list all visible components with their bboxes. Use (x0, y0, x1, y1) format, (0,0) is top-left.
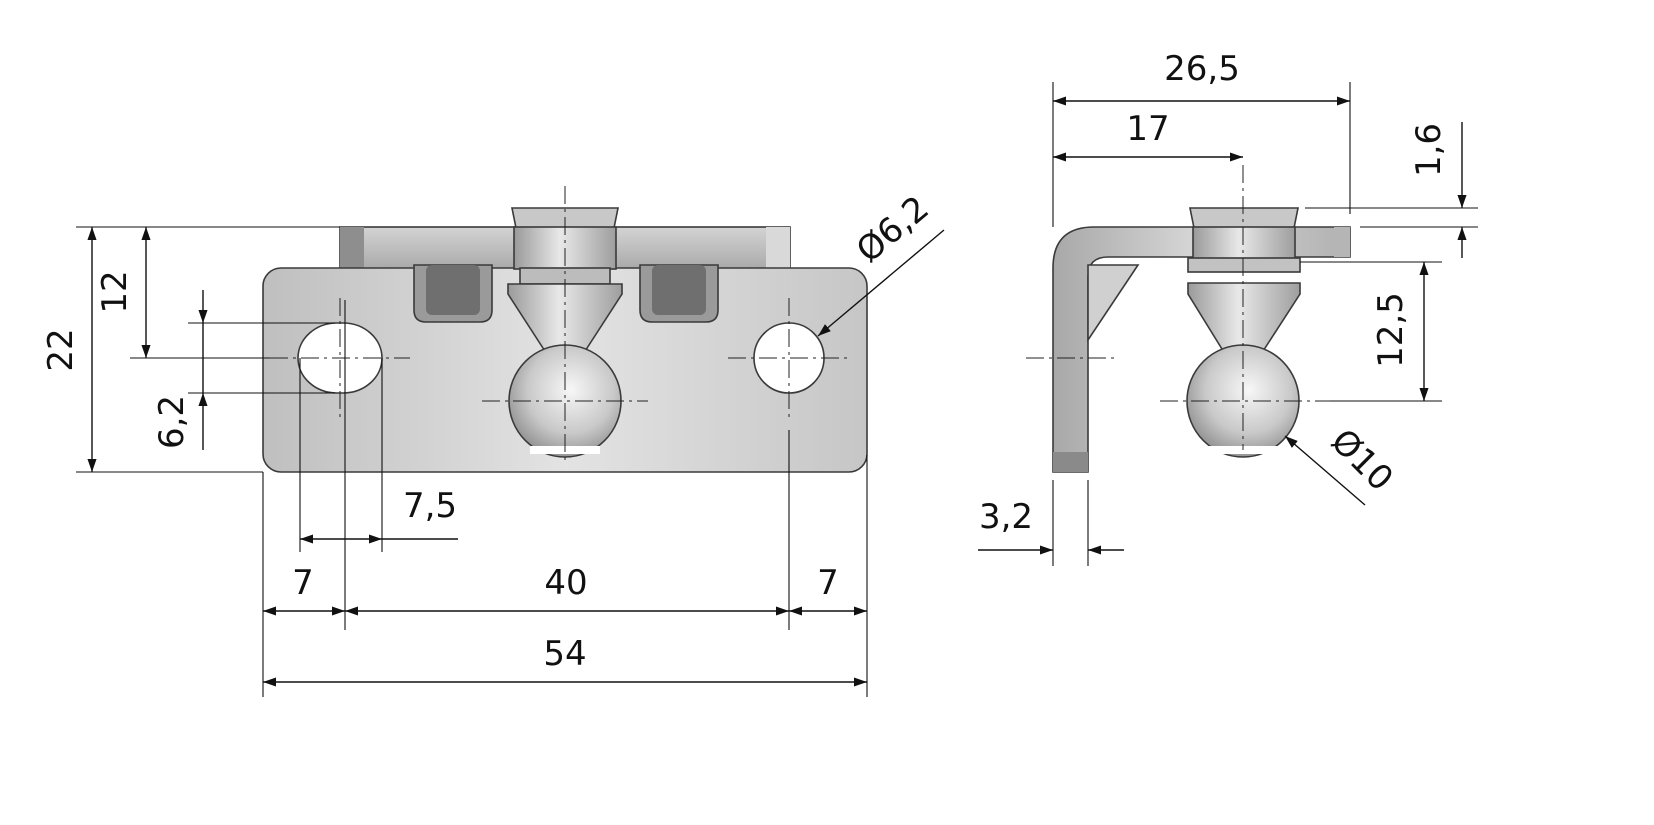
side-stud-ring (1187, 257, 1301, 273)
dim-front-height-total: 22 (41, 328, 81, 371)
dim-front-edge-right: 7 (817, 563, 839, 603)
dim-front-slot-width: 7,5 (403, 486, 457, 526)
front-view (262, 207, 868, 473)
dim-front-hole-slot: 6,2 (152, 395, 192, 449)
front-top-flange-edge-right (766, 227, 790, 269)
dim-side-depth-ball: 17 (1126, 109, 1169, 149)
dimension-lines (87, 96, 1467, 687)
dim-front-hole-spacing: 40 (544, 563, 587, 603)
side-view (1052, 207, 1351, 473)
dim-side-plate-thickness: 3,2 (979, 497, 1033, 537)
dim-front-width-total: 54 (543, 634, 586, 674)
side-flange-tip (1334, 227, 1350, 257)
dim-side-ball-dia: Ø10 (1323, 421, 1401, 499)
side-bracket-foot (1053, 452, 1088, 472)
front-bend-left-inner (426, 265, 480, 315)
side-stud-cylinder (1192, 226, 1296, 260)
side-stud-collar (1189, 207, 1299, 229)
front-bend-right-inner (652, 265, 706, 315)
front-top-flange-edge-left (340, 227, 364, 269)
side-gusset (1087, 264, 1140, 343)
dim-side-depth-total: 26,5 (1164, 49, 1240, 89)
dim-side-flange-thickness: 1,6 (1409, 123, 1449, 177)
extension-lines (76, 82, 1478, 697)
dim-front-hole-dia: Ø6,2 (849, 188, 937, 271)
dim-front-edge-left: 7 (292, 563, 314, 603)
dim-side-ball-height: 12,5 (1371, 292, 1411, 368)
center-lines (270, 165, 1330, 460)
dim-front-height-hole: 12 (95, 270, 135, 313)
